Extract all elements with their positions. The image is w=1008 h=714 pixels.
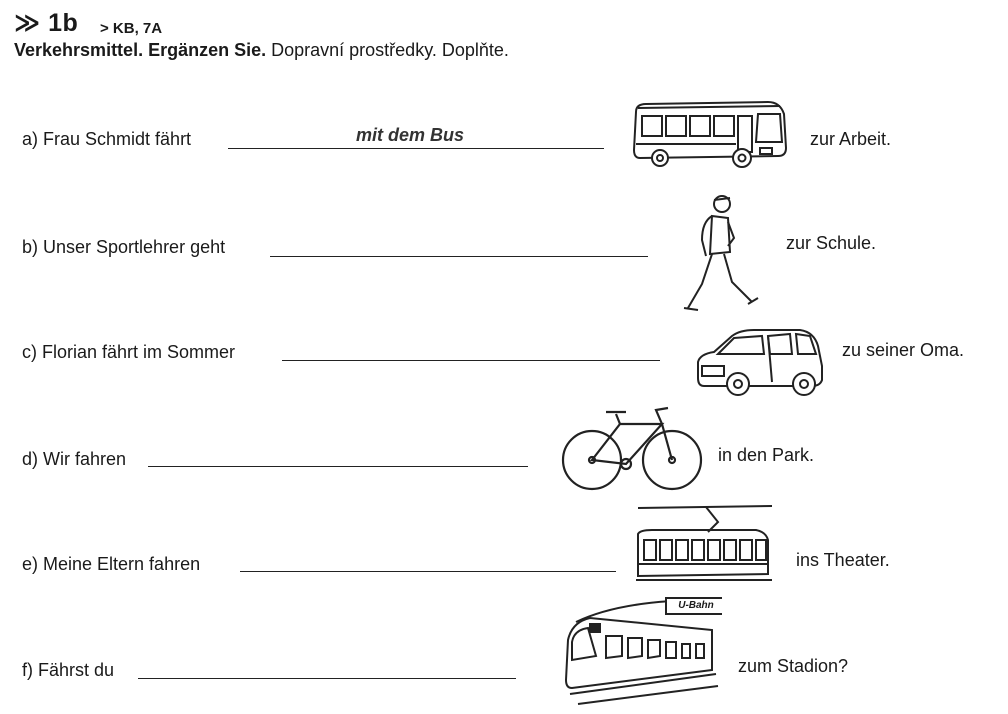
u-bahn-sign: U-Bahn	[678, 600, 714, 611]
item-a-prompt: a) Frau Schmidt fährt	[22, 129, 192, 149]
item-d-answer-line[interactable]	[148, 466, 528, 467]
item-b-answer-line[interactable]	[270, 256, 648, 257]
item-c-answer-line[interactable]	[282, 360, 660, 361]
item-f-suffix: zum Stadion?	[738, 656, 849, 676]
bicycle-icon	[558, 402, 706, 494]
item-c-prompt: c) Florian fährt im Sommer	[22, 342, 236, 362]
subway-train-icon: U-Bahn	[562, 596, 722, 708]
bus-icon	[630, 98, 790, 176]
item-f-answer-line[interactable]	[138, 678, 516, 679]
tram-icon	[632, 504, 774, 584]
item-a-answer: mit dem Bus	[356, 125, 465, 145]
item-d-prompt: d) Wir fahren	[22, 449, 127, 469]
exercise-reference: > KB, 7A	[100, 20, 163, 37]
item-c-suffix: zu seiner Oma.	[842, 340, 965, 360]
exercise-number-text: ≫ 1b	[14, 9, 79, 37]
instruction: Verkehrsmittel. Ergänzen Sie. Dopravní p…	[14, 40, 509, 61]
item-a-suffix: zur Arbeit.	[810, 129, 892, 149]
item-e-answer-line[interactable]	[240, 571, 616, 572]
walking-person-icon	[676, 192, 764, 318]
instruction-czech: Dopravní prostředky. Doplňte.	[271, 40, 509, 60]
item-e-prompt: e) Meine Eltern fahren	[22, 554, 201, 574]
exercise-number: ≫ 1b	[14, 8, 78, 38]
item-b-suffix: zur Schule.	[786, 233, 877, 253]
item-b-prompt: b) Unser Sportlehrer geht	[22, 237, 226, 257]
instruction-german: Verkehrsmittel. Ergänzen Sie.	[14, 40, 267, 60]
car-icon	[692, 326, 828, 398]
item-a-answer-line[interactable]	[228, 148, 604, 149]
item-f-prompt: f) Fährst du	[22, 660, 115, 680]
item-e-suffix: ins Theater.	[796, 550, 890, 570]
item-d-suffix: in den Park.	[718, 445, 815, 465]
